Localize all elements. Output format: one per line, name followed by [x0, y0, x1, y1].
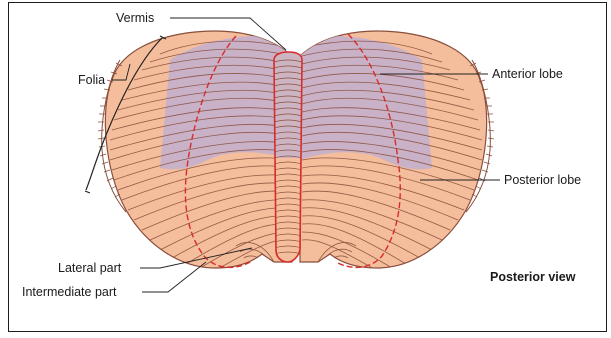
vermis — [270, 50, 306, 262]
posterior-view-label: Posterior view — [490, 270, 575, 284]
right-anterior-lobe-region — [300, 36, 432, 169]
posterior-lobe-label: Posterior lobe — [504, 173, 581, 187]
folia-bracket-cap-bottom — [85, 191, 90, 193]
left-anterior-lobe-region — [160, 36, 292, 169]
folia-label: Folia — [78, 73, 105, 87]
lateral-part-label: Lateral part — [58, 261, 121, 275]
left-hemisphere — [98, 31, 292, 270]
right-hemisphere — [300, 31, 494, 270]
vermis-label: Vermis — [116, 11, 154, 25]
anterior-lobe-label: Anterior lobe — [492, 67, 563, 81]
intermediate-part-label: Intermediate part — [22, 285, 117, 299]
